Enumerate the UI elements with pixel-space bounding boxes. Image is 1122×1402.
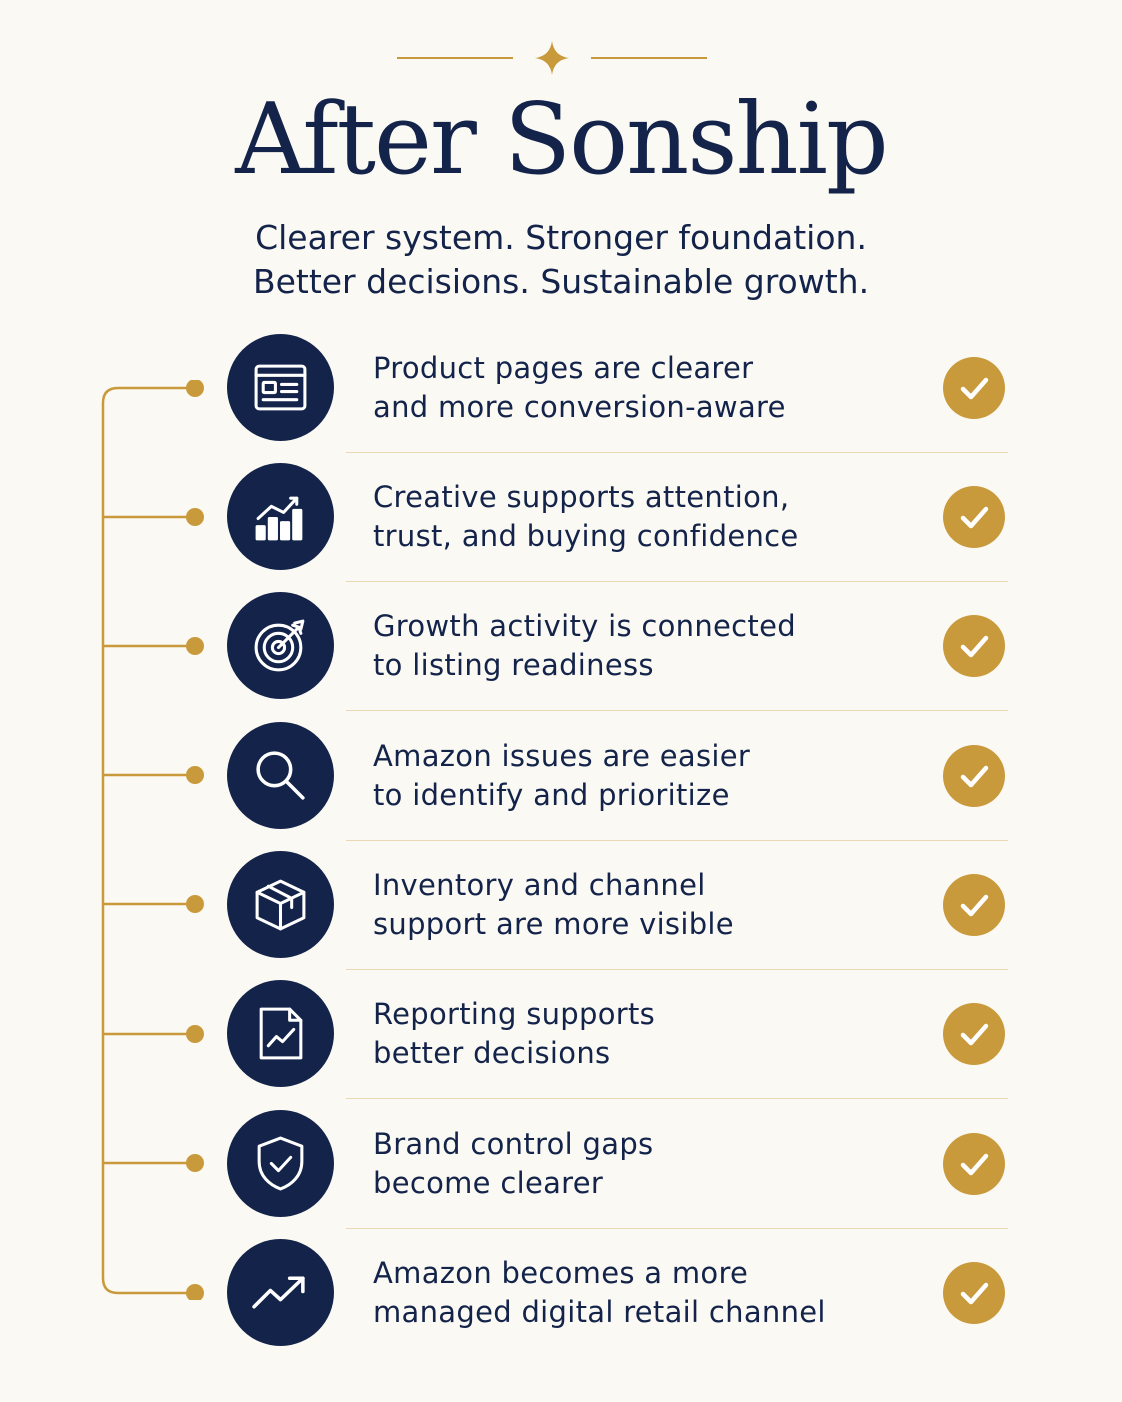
row-divider [346,710,1008,711]
row-divider [346,1098,1008,1099]
report-icon [227,980,334,1087]
check-icon [943,1133,1005,1195]
list-item: Creative supports attention, trust, and … [0,463,1122,593]
row-divider [346,1228,1008,1229]
list-item: Inventory and channel support are more v… [0,851,1122,981]
star-divider-icon [397,41,707,75]
item-text: Inventory and channel support are more v… [373,866,734,944]
list-item: Amazon becomes a more managed digital re… [0,1239,1122,1369]
item-text: Amazon becomes a more managed digital re… [373,1254,826,1332]
check-icon [943,874,1005,936]
list-item: Reporting supports better decisions [0,980,1122,1110]
item-line-1: Product pages are clearer [373,351,754,385]
item-line-2: support are more visible [373,907,734,941]
target-icon [227,592,334,699]
magnifier-icon [227,722,334,829]
product-page-icon [227,334,334,441]
check-icon [943,357,1005,419]
box-icon [227,851,334,958]
check-icon [943,486,1005,548]
list-item: Product pages are clearer and more conve… [0,334,1122,464]
item-line-2: to identify and prioritize [373,778,730,812]
item-line-1: Amazon becomes a more [373,1256,749,1290]
bar-chart-icon [227,463,334,570]
row-divider [346,840,1008,841]
subtitle-line-1: Clearer system. Stronger foundation. [255,218,867,257]
shield-check-icon [227,1110,334,1217]
timeline-connector [101,380,204,1300]
row-divider [346,581,1008,582]
item-text: Product pages are clearer and more conve… [373,349,786,427]
item-line-1: Amazon issues are easier [373,739,751,773]
row-divider [346,452,1008,453]
check-icon [943,615,1005,677]
item-line-2: trust, and buying confidence [373,519,799,553]
page-title: After Sonship [235,83,888,197]
trend-up-icon [227,1239,334,1346]
list-item: Growth activity is connected to listing … [0,592,1122,722]
item-line-2: become clearer [373,1166,604,1200]
check-icon [943,1262,1005,1324]
item-line-2: and more conversion-aware [373,390,786,424]
item-text: Growth activity is connected to listing … [373,607,796,685]
item-line-1: Reporting supports [373,997,656,1031]
check-icon [943,1003,1005,1065]
item-line-1: Brand control gaps [373,1127,654,1161]
item-line-1: Growth activity is connected [373,609,796,643]
item-line-1: Creative supports attention, [373,480,790,514]
subtitle-line-2: Better decisions. Sustainable growth. [252,262,870,301]
list-item: Brand control gaps become clearer [0,1110,1122,1240]
item-line-2: better decisions [373,1036,611,1070]
check-icon [943,745,1005,807]
item-line-2: managed digital retail channel [373,1295,826,1329]
item-text: Amazon issues are easier to identify and… [373,737,750,815]
item-text: Creative supports attention, trust, and … [373,478,799,556]
row-divider [346,969,1008,970]
item-line-2: to listing readiness [373,648,654,682]
item-text: Brand control gaps become clearer [373,1125,653,1203]
item-text: Reporting supports better decisions [373,995,655,1073]
list-item: Amazon issues are easier to identify and… [0,722,1122,852]
item-line-1: Inventory and channel [373,868,706,902]
